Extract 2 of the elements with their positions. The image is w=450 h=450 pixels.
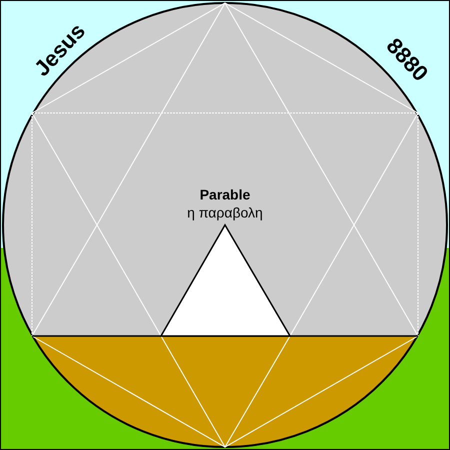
- center-subtitle: η παραβολη: [187, 205, 263, 221]
- center-title: Parable: [200, 187, 250, 203]
